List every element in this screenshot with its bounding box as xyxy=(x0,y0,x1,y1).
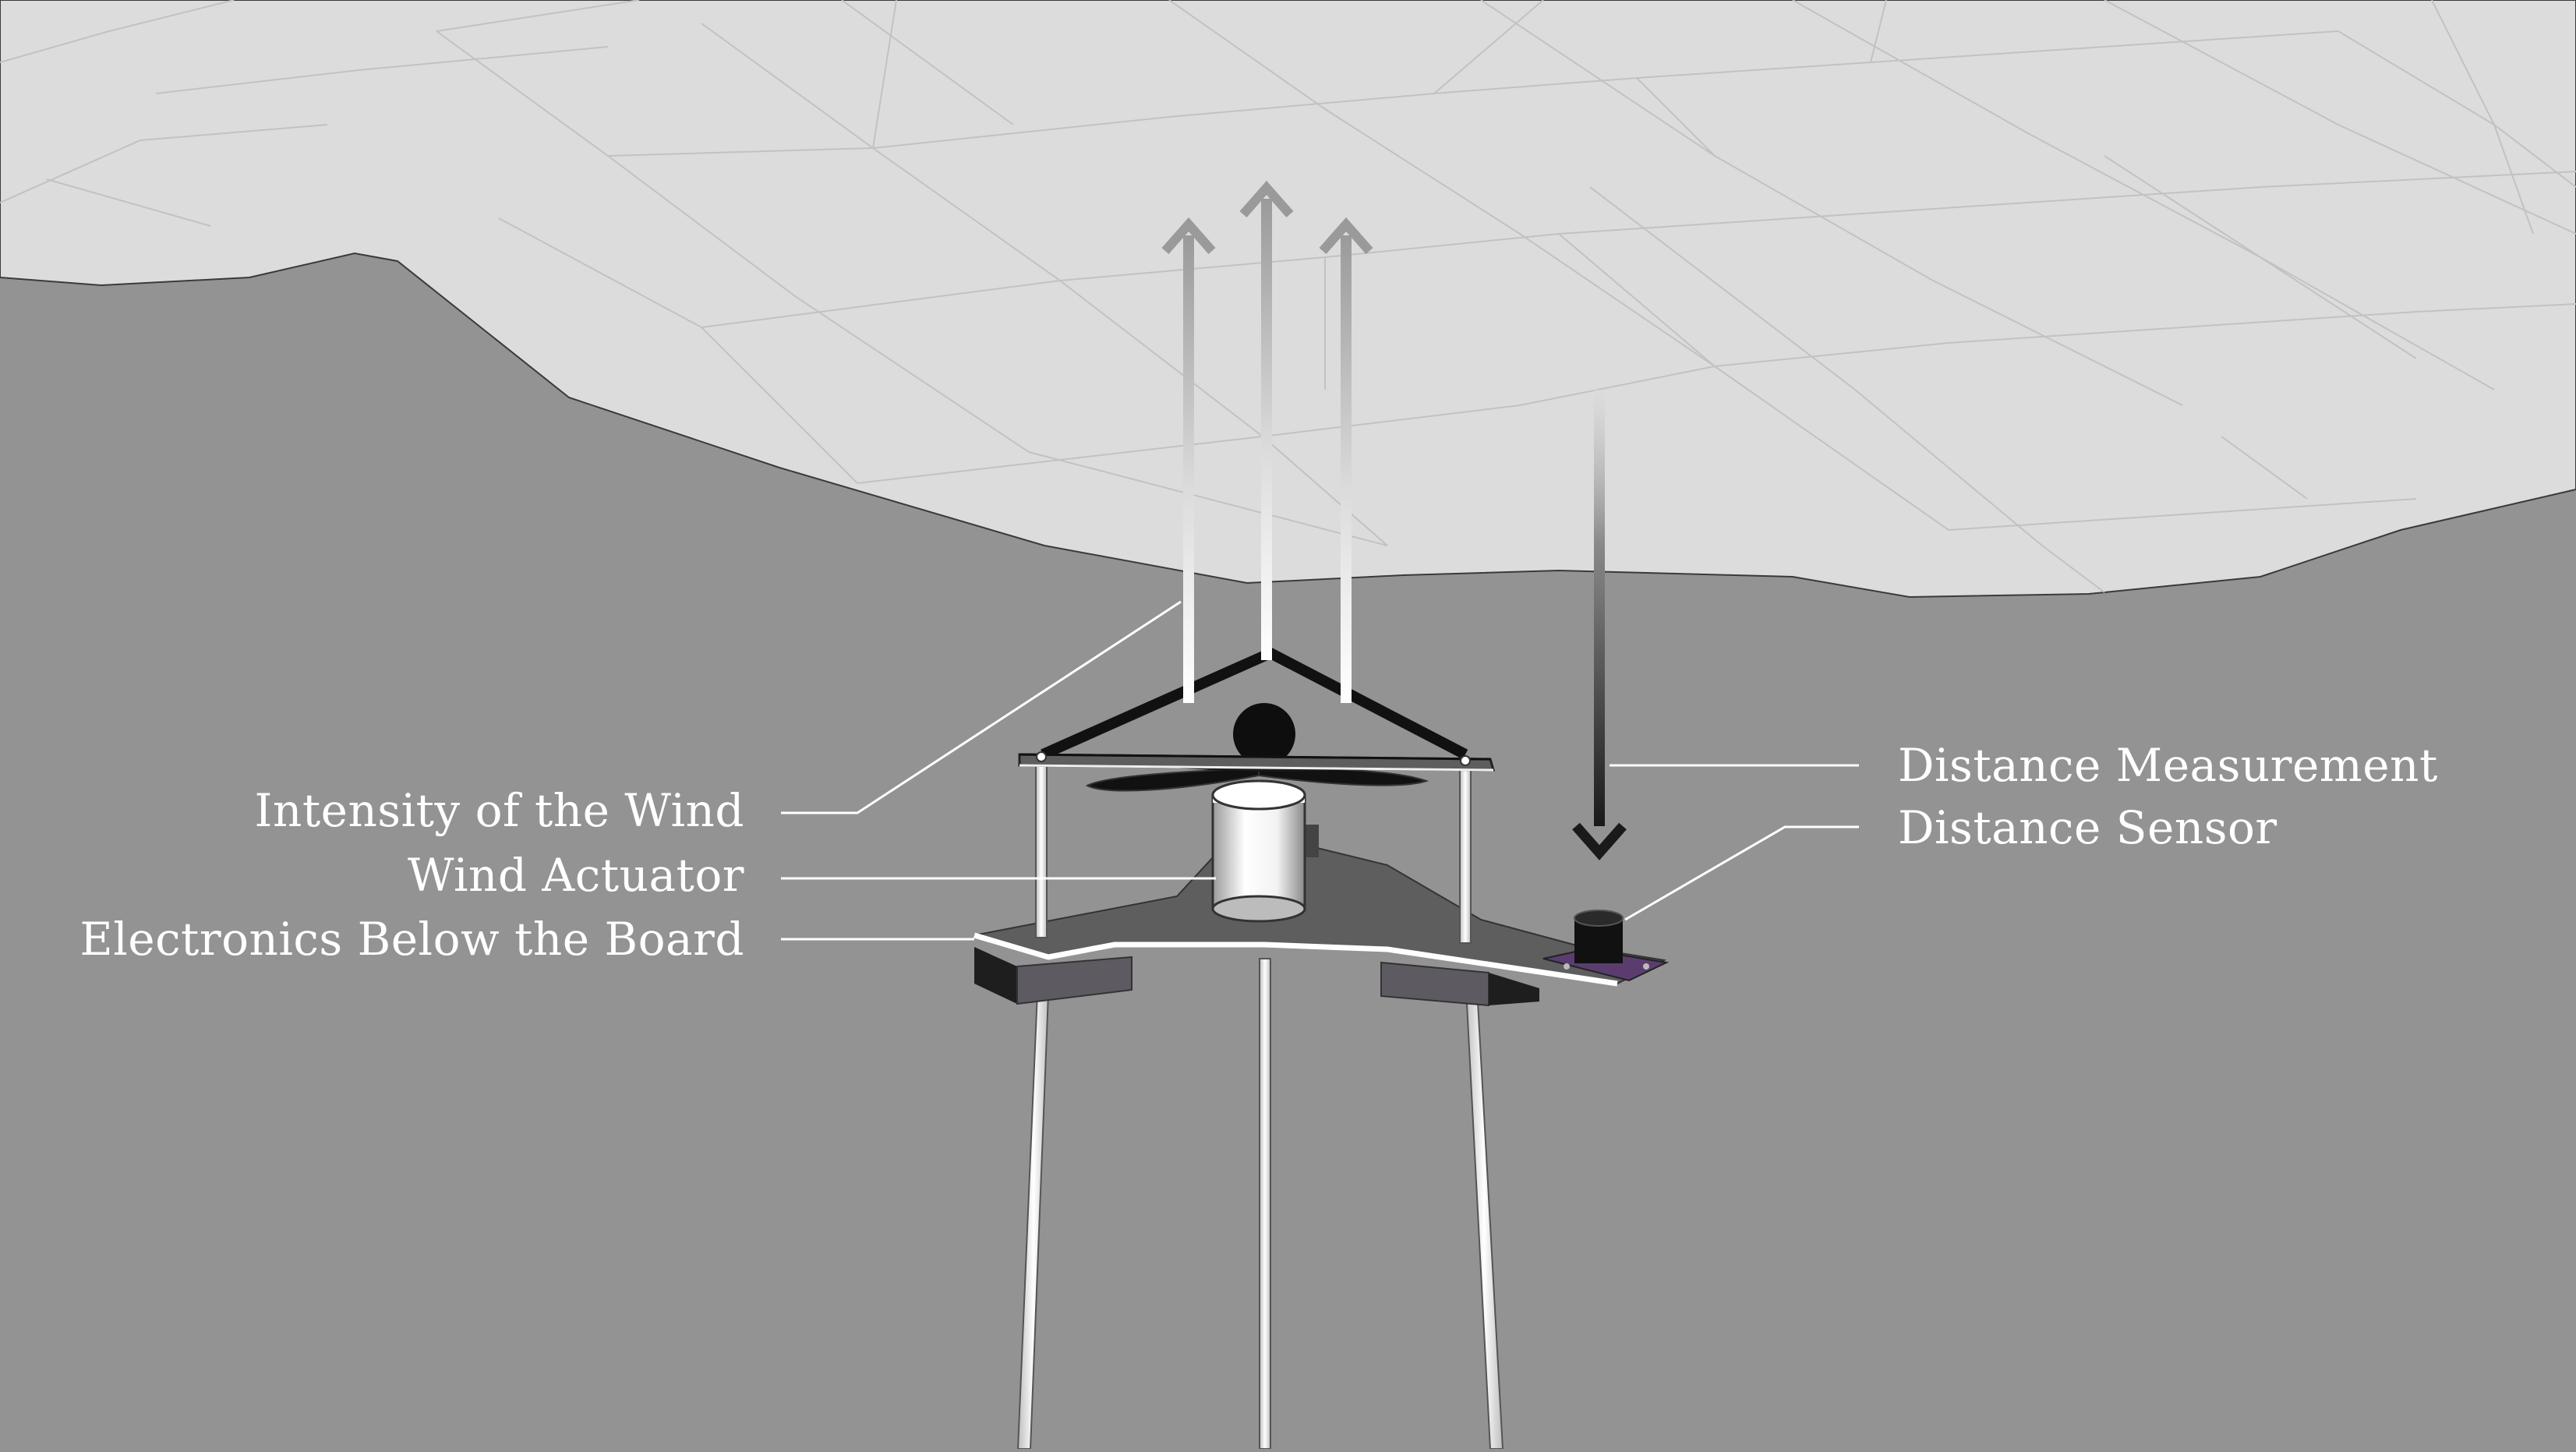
leader-line-distance-sensor xyxy=(1624,825,1859,921)
wind-arrows xyxy=(1161,180,1373,703)
electronics-box-right-front xyxy=(1380,961,1489,1007)
distance-arrow xyxy=(1572,390,1627,860)
main-board xyxy=(974,825,1667,987)
electronics-box-left-side xyxy=(974,947,1017,1004)
electronics-box-left-front xyxy=(1016,956,1133,1005)
wind-arrow-left xyxy=(1161,217,1216,703)
support-leg-center xyxy=(1259,958,1271,1450)
support-leg-right xyxy=(1464,973,1504,1450)
support-legs xyxy=(1016,958,1504,1450)
wind-actuator-motor xyxy=(1211,779,1306,923)
label-wind-actuator: Wind Actuator xyxy=(407,849,744,902)
propeller-blade-left xyxy=(1085,766,1260,792)
frame-rod-right xyxy=(1459,761,1472,944)
terrain-surface xyxy=(0,0,2576,599)
leader-line-intensity xyxy=(781,600,1182,814)
support-leg-left xyxy=(1016,973,1051,1450)
distance-sensor xyxy=(1542,910,1670,982)
terrain-grid xyxy=(0,0,2576,593)
frame-rod-left xyxy=(1035,761,1048,938)
label-intensity-of-wind: Intensity of the Wind xyxy=(254,784,744,837)
propeller-hub xyxy=(1233,703,1295,765)
main-board-edge xyxy=(974,932,1618,987)
leader-lines xyxy=(781,600,1859,941)
wind-arrow-center xyxy=(1239,180,1294,660)
label-distance-sensor: Distance Sensor xyxy=(1898,801,2277,854)
electronics-box-right-side xyxy=(1489,973,1539,1005)
main-board-bracket xyxy=(1303,825,1319,857)
wind-arrow-right xyxy=(1319,217,1373,703)
terrain-ceiling xyxy=(0,0,2576,599)
label-electronics-below-board: Electronics Below the Board xyxy=(80,913,744,966)
electronics-boxes xyxy=(974,947,1539,1007)
sensor-pcb xyxy=(1542,948,1670,982)
label-distance-measurement: Distance Measurement xyxy=(1898,739,2438,792)
